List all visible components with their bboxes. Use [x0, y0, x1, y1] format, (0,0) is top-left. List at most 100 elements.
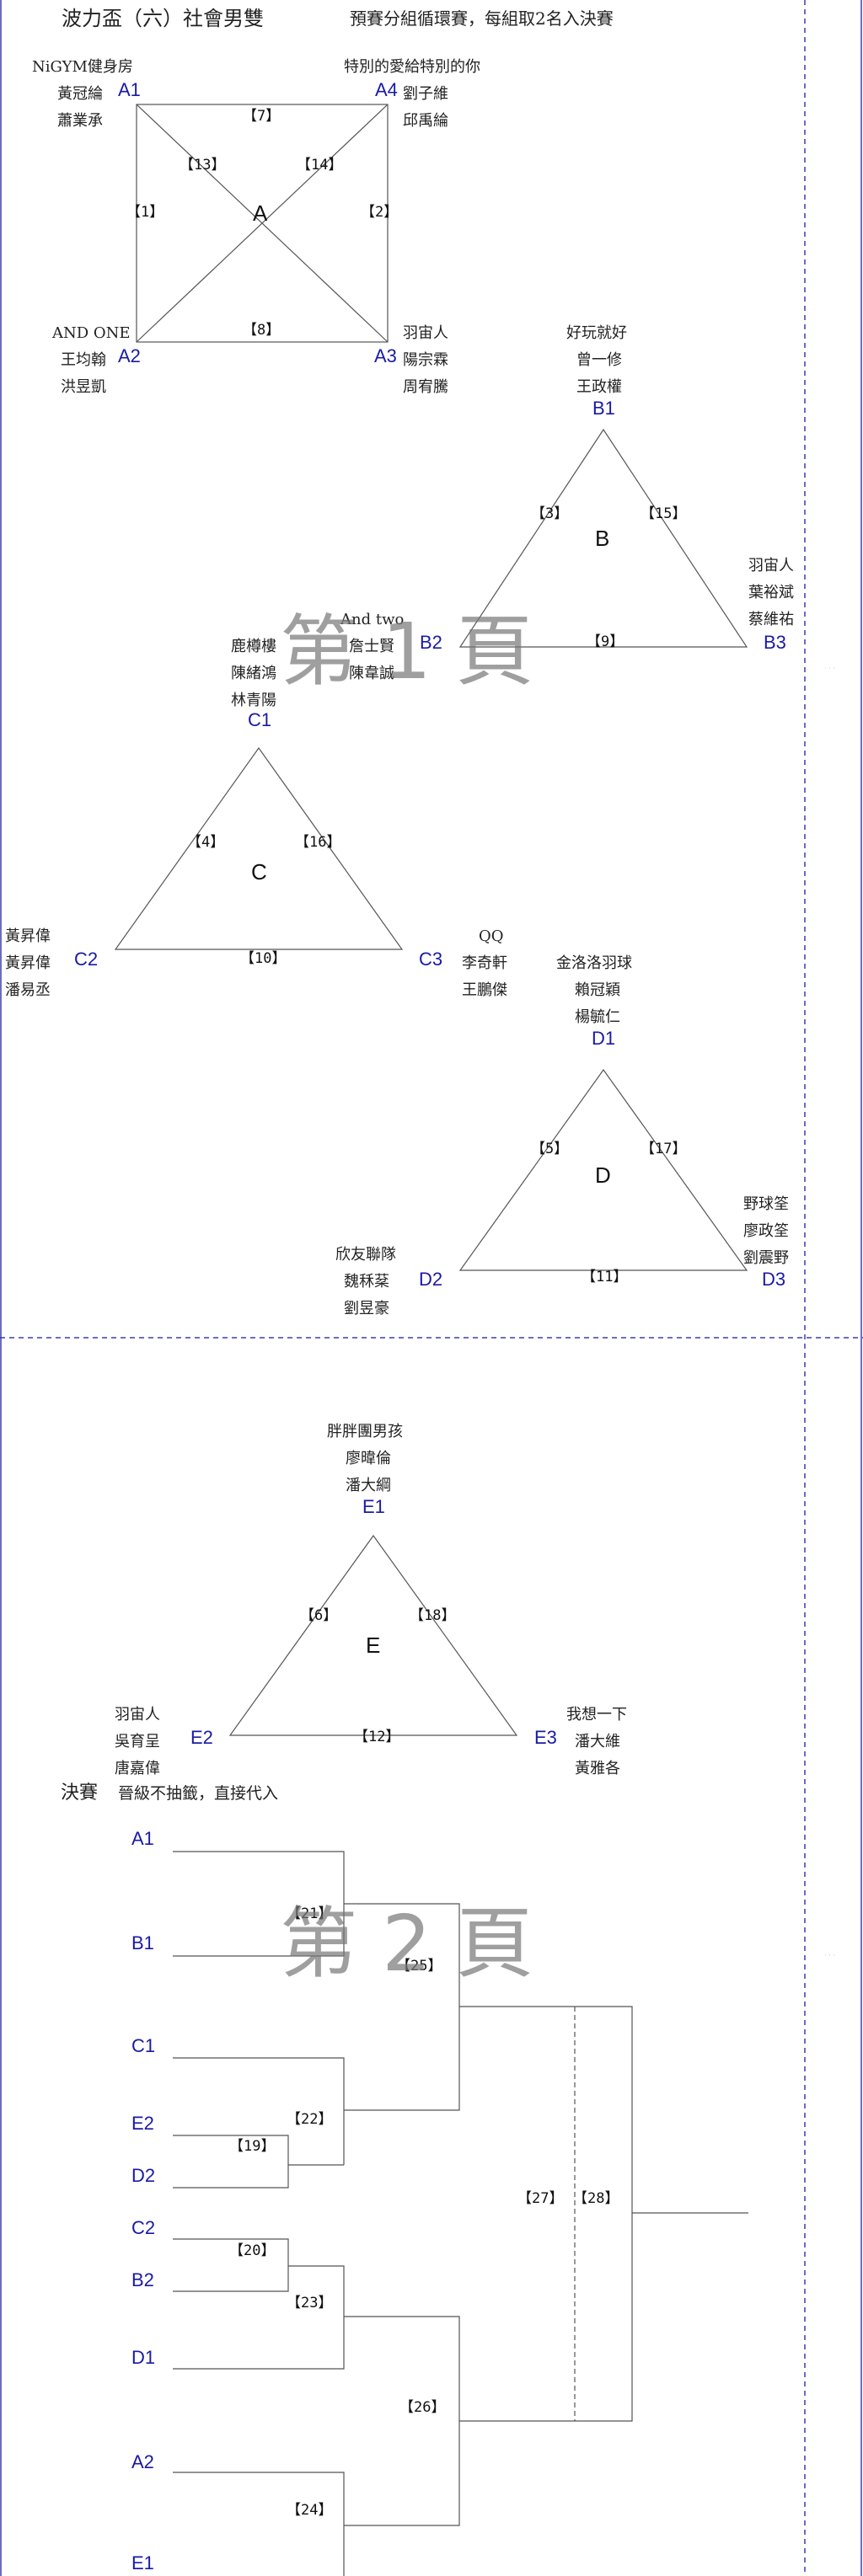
position-c2: C2 — [74, 949, 99, 970]
player: 林青陽 — [231, 692, 276, 709]
finals-note: 晉級不抽籤，直接代入 — [118, 1784, 279, 1803]
player: 詹士賢 — [349, 638, 394, 655]
match-28: 【28】 — [573, 2190, 619, 2207]
group-d-triangle — [458, 1068, 748, 1271]
player: 黃雅各 — [575, 1760, 620, 1777]
team-a3: 羽宙人 陽宗霖 周宥騰 — [403, 320, 448, 401]
position-a1: A1 — [118, 79, 141, 100]
match-26: 【26】 — [399, 2399, 446, 2416]
team-b1: 好玩就好 曾一修 王政權 — [566, 320, 627, 401]
player: 楊毓仁 — [575, 1008, 620, 1026]
team-name: 胖胖團男孩 — [327, 1423, 403, 1440]
player: 蕭業承 — [57, 112, 103, 130]
group-d-label: D — [595, 1162, 611, 1188]
player: 周宥騰 — [403, 378, 448, 396]
final-slot-e1: E1 — [131, 2552, 154, 2573]
team-d3: 野球筌 廖政筌 劉震野 — [743, 1191, 789, 1272]
bracket-27-28 — [459, 2006, 633, 2422]
team-name: 欣友聯隊 — [335, 1246, 396, 1264]
position-a4: A4 — [375, 79, 398, 100]
team-d2: 欣友聯隊 魏秝棻 劉昱豪 — [335, 1242, 396, 1323]
final-slot-a2: A2 — [131, 2451, 154, 2472]
position-a2: A2 — [118, 345, 141, 366]
team-name: 野球筌 — [743, 1195, 789, 1213]
player: 劉昱豪 — [344, 1300, 389, 1317]
group-b-label: B — [595, 526, 610, 551]
group-a-label: A — [253, 200, 268, 226]
group-e-triangle — [228, 1534, 518, 1736]
final-slot-c1: C1 — [131, 2035, 156, 2056]
match-10: 【10】 — [240, 950, 287, 967]
position-b1: B1 — [592, 398, 615, 419]
position-d2: D2 — [419, 1269, 443, 1290]
player: 邱禹綸 — [403, 112, 448, 130]
player: 曾一修 — [576, 351, 622, 369]
player: 王鵬傑 — [462, 981, 507, 999]
player: 黃冠綸 — [57, 85, 103, 103]
match-4: 【4】 — [187, 834, 225, 851]
match-19: 【19】 — [229, 2138, 276, 2155]
player: 廖政筌 — [743, 1222, 789, 1240]
match-11: 【11】 — [582, 1269, 628, 1285]
player: 潘大綱 — [346, 1477, 391, 1494]
tournament-subtitle: 預賽分組循環賽，每組取2名入決賽 — [350, 8, 614, 29]
match-22: 【22】 — [287, 2111, 333, 2128]
match-2: 【2】 — [361, 204, 399, 221]
team-name: 我想一下 — [566, 1706, 627, 1724]
position-a3: A3 — [374, 345, 397, 366]
position-e3: E3 — [534, 1727, 557, 1748]
team-name: And two — [340, 611, 405, 628]
bracket-23 — [173, 2265, 345, 2370]
side-mark-upper: · · · — [824, 665, 835, 672]
player: 李奇軒 — [462, 954, 507, 972]
team-b3: 羽宙人 葉裕斌 蔡維祐 — [748, 553, 794, 633]
page-1-watermark: 第 1 頁 — [280, 607, 534, 697]
player: 魏秝棻 — [344, 1273, 389, 1291]
team-c3: QQ 李奇軒 王鵬傑 — [462, 923, 507, 1004]
match-25: 【25】 — [396, 1958, 442, 1975]
player: 葉裕斌 — [748, 584, 794, 601]
finals-heading: 決賽 — [61, 1782, 99, 1804]
player: 唐嘉偉 — [115, 1760, 160, 1777]
match-7: 【7】 — [243, 108, 281, 125]
team-name: 黃昇偉 — [5, 927, 51, 945]
team-name: NiGYM健身房 — [32, 58, 133, 76]
player: 吳育呈 — [115, 1733, 160, 1750]
bracket-20 — [173, 2238, 289, 2292]
player: 廖暐倫 — [346, 1450, 391, 1467]
final-slot-d2: D2 — [131, 2165, 156, 2186]
match-12: 【12】 — [354, 1729, 400, 1745]
match-1: 【1】 — [126, 204, 164, 221]
page-2-watermark: 第 2 頁 — [280, 1899, 534, 1989]
tournament-title: 波力盃（六）社會男雙 — [62, 7, 264, 30]
player: 劉震野 — [743, 1249, 789, 1267]
team-e2: 羽宙人 吳育呈 唐嘉偉 — [115, 1702, 160, 1782]
final-slot-b2: B2 — [131, 2269, 154, 2290]
match-13: 【13】 — [180, 157, 226, 174]
final-slot-e2: E2 — [131, 2113, 154, 2134]
bracket-19 — [173, 2135, 289, 2189]
position-b3: B3 — [764, 632, 786, 653]
group-b-triangle — [458, 428, 748, 648]
match-18: 【18】 — [410, 1607, 456, 1624]
player: 陳緒鴻 — [231, 665, 276, 682]
match-6: 【6】 — [300, 1607, 338, 1624]
team-d1: 金洛洛羽球 賴冠穎 楊毓仁 — [556, 950, 632, 1031]
match-27: 【27】 — [517, 2190, 564, 2207]
final-slot-a1: A1 — [131, 1828, 154, 1849]
final-slot-c2: C2 — [131, 2217, 156, 2238]
player: 黃昇偉 — [5, 954, 51, 972]
team-e1: 胖胖團男孩 廖暐倫 潘大綱 — [327, 1419, 403, 1499]
team-e3: 我想一下 潘大維 黃雅各 — [566, 1702, 627, 1782]
player: 劉子維 — [403, 85, 448, 103]
team-name: 羽宙人 — [748, 557, 794, 575]
match-24: 【24】 — [287, 2502, 333, 2519]
match-17: 【17】 — [641, 1141, 687, 1157]
match-5: 【5】 — [531, 1141, 569, 1157]
final-slot-d1: D1 — [131, 2347, 156, 2368]
player: 王均翰 — [61, 351, 106, 369]
group-e-label: E — [366, 1633, 381, 1658]
team-c2: 黃昇偉 黃昇偉 潘易丞 — [5, 923, 51, 1004]
